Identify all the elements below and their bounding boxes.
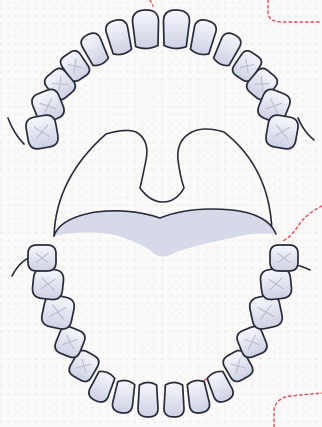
teeth [24, 9, 299, 417]
upper-tooth-14 [264, 114, 299, 151]
upper-tooth-13 [24, 114, 59, 151]
upper-tooth-4 [188, 18, 218, 57]
upper-tooth-3 [104, 18, 134, 57]
upper-tooth-1 [132, 9, 160, 49]
lower-tooth-3 [111, 379, 136, 414]
lower-tooth-16 [270, 245, 298, 271]
lower-tooth-15 [28, 245, 56, 271]
upper-tooth-2 [162, 9, 190, 49]
lower-tooth-1 [138, 383, 158, 418]
lower-tooth-13 [32, 268, 65, 301]
lower-tooth-4 [185, 379, 210, 414]
lower-tooth-14 [260, 268, 293, 301]
lower-tooth-2 [164, 383, 184, 418]
